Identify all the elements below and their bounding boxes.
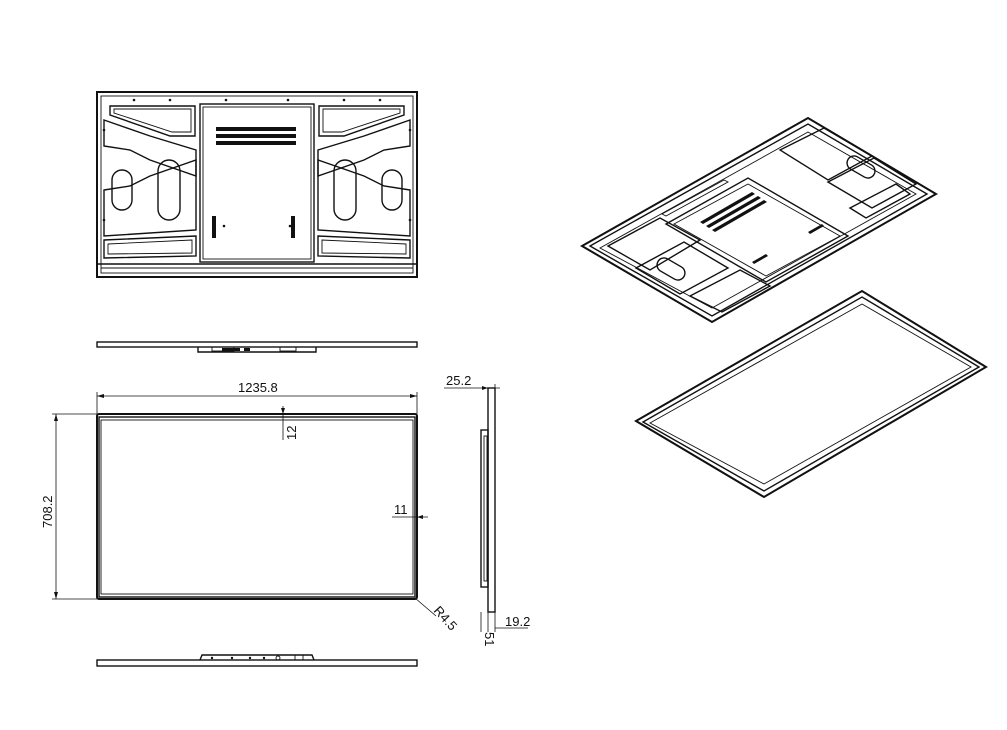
side-bezel-dimension: 11 [392,502,428,519]
depth-bottom-label: 51 [482,632,497,646]
corner-radius-dimension: R4.5 [414,597,461,633]
iso-vent-grille [700,192,767,232]
height-dimension: 708.2 [40,413,97,600]
rear-view [96,91,418,278]
height-label: 708.2 [40,495,55,528]
corner-radius-label: R4.5 [431,603,461,633]
top-bezel-dimension: 12 [281,406,299,440]
vent-grille [216,127,296,145]
depth-bottom-dimension: 51 [480,612,497,646]
isometric-front-frame [634,289,988,499]
depth-total-dimension: 25.2 [444,373,500,390]
width-label: 1235.8 [238,380,278,395]
width-dimension: 1235.8 [96,380,418,414]
depth-edge-label: 19.2 [505,614,530,629]
isometric-rear-housing [579,116,938,324]
depth-total-label: 25.2 [446,373,471,388]
top-edge-view [96,341,418,353]
side-bezel-label: 11 [394,502,408,517]
side-profile-view [480,384,496,613]
top-bezel-label: 12 [284,426,299,440]
front-view [96,413,418,600]
depth-edge-dimension: 19.2 [487,612,530,632]
bottom-edge-view [96,654,418,667]
